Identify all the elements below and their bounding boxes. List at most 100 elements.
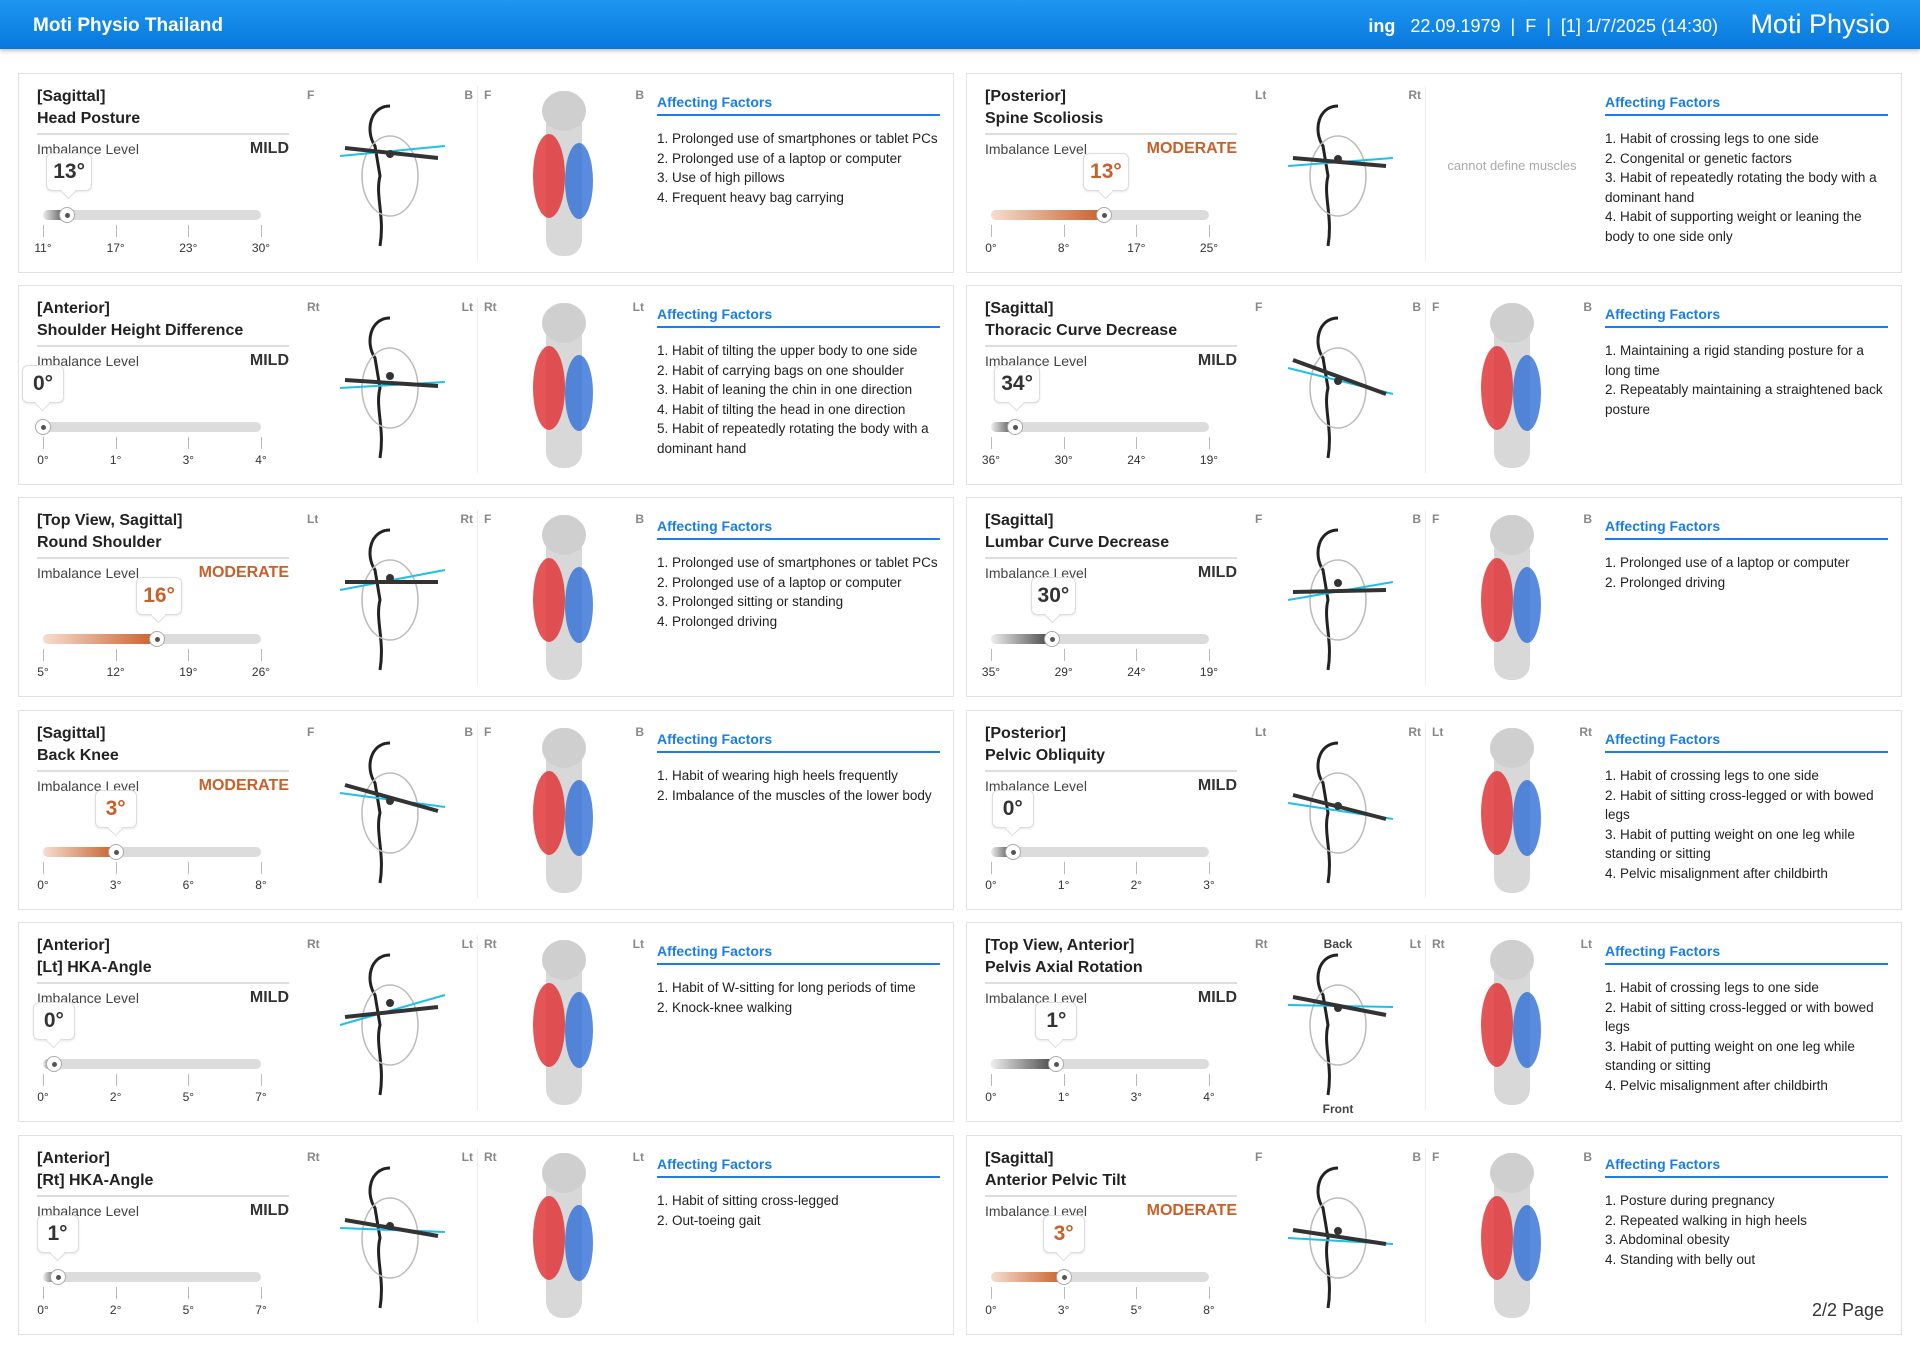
orientation-label: B: [1583, 1150, 1592, 1164]
factors-heading: Affecting Factors: [1605, 518, 1888, 540]
value-bubble: 0°: [32, 1002, 75, 1040]
slider-tick: [261, 649, 262, 661]
factor-item: 2. Congenital or genetic factors: [1605, 150, 1792, 166]
card-view: [Anterior]: [37, 937, 110, 954]
orientation-label: Front: [1322, 1102, 1354, 1116]
orientation-label: Rt: [1408, 88, 1421, 102]
slider-tick: [991, 225, 992, 237]
posture-diagram: Rt Lt: [307, 298, 473, 473]
value-bubble: 3°: [1042, 1215, 1085, 1253]
orientation-label: B: [635, 512, 644, 526]
orientation-label: Rt: [484, 300, 497, 314]
card-title: Shoulder Height Difference: [37, 322, 244, 339]
tick-label: 8°: [255, 878, 267, 892]
brand-name: Moti Physio Thailand: [33, 15, 224, 36]
diagram-divider: [1425, 298, 1426, 473]
factor-item: 1. Prolonged use of a laptop or computer: [1605, 555, 1850, 570]
tick-label: 2°: [109, 1090, 122, 1104]
muscle-model-icon: [533, 515, 593, 680]
factors-heading: Affecting Factors: [1605, 731, 1888, 753]
card-view: [Sagittal]: [985, 1150, 1054, 1167]
slider-tick: [188, 649, 190, 661]
tick-label: 0°: [985, 241, 997, 255]
tick-label: 0°: [985, 1303, 997, 1317]
card-title: Spine Scoliosis: [985, 110, 1104, 127]
card-title: Lumbar Curve Decrease: [985, 534, 1170, 551]
title-divider: [985, 557, 1237, 559]
slider-tick: [261, 1287, 262, 1299]
orientation-label: B: [1412, 512, 1421, 526]
slider-tick: [1063, 1074, 1065, 1086]
tick-label: 3°: [182, 453, 195, 467]
slider-fill: [43, 634, 158, 644]
slider-tick: [261, 862, 262, 874]
tick-label: 3°: [1130, 1090, 1143, 1104]
card-view: [Sagittal]: [37, 88, 106, 105]
slider-marker: [1043, 631, 1060, 647]
diagram-divider: [1425, 935, 1426, 1110]
card-title: Round Shoulder: [37, 534, 162, 551]
slider-fill: [991, 210, 1105, 220]
muscle-model-icon: [1481, 728, 1541, 893]
title-divider: [985, 1195, 1237, 1197]
slider-tick: [991, 1074, 992, 1086]
muscle-model-icon: [533, 940, 593, 1105]
orientation-label: Lt: [461, 300, 473, 314]
orientation-label: B: [1412, 1150, 1421, 1164]
card-view: [Sagittal]: [37, 725, 106, 742]
page-number: 2/2 Page: [1811, 1300, 1884, 1320]
slider-fill: [991, 847, 1013, 857]
orientation-label: Rt: [307, 300, 320, 314]
card-view: [Top View, Sagittal]: [37, 512, 183, 529]
imbalance-slider: 30°: [991, 577, 1209, 647]
card-title: Anterior Pelvic Tilt: [985, 1172, 1127, 1189]
tick-label: 36°: [981, 453, 1001, 467]
patient-sex: F: [1525, 16, 1537, 36]
tick-label: 35°: [981, 665, 1001, 679]
orientation-label: Lt: [632, 1150, 644, 1164]
slider-tick: [43, 862, 44, 874]
tick-label: 3°: [1057, 1303, 1070, 1317]
factors-heading: Affecting Factors: [657, 306, 940, 328]
imbalance-label: Imbalance Level: [37, 565, 139, 581]
tick-label: 0°: [37, 453, 49, 467]
imbalance-level: MILD: [249, 989, 289, 1006]
factor-item: 2. Habit of sitting cross-legged or with…: [1605, 999, 1874, 1035]
card-title: Thoracic Curve Decrease: [985, 322, 1178, 339]
tick-label: 26°: [251, 665, 271, 679]
slider-tick: [1136, 649, 1138, 661]
imbalance-level: MILD: [249, 352, 289, 369]
title-divider: [985, 345, 1237, 347]
slider-tick: [1209, 225, 1210, 237]
diagram-divider: [477, 298, 478, 473]
slider-tick: [1209, 1287, 1210, 1299]
orientation-label: Rt: [460, 512, 473, 526]
factor-item: 2. Prolonged driving: [1605, 574, 1726, 590]
diagram-divider: [1425, 723, 1426, 898]
factor-item: 2. Prolonged use of a laptop or computer: [657, 150, 902, 166]
factors-list: 1. Habit of wearing high heels frequentl…: [657, 766, 940, 805]
tick-label: 30°: [251, 241, 271, 255]
factors-heading: Affecting Factors: [1605, 306, 1888, 328]
slider-fill: [991, 634, 1052, 644]
slider-tick: [1136, 1074, 1138, 1086]
muscle-model-icon: [533, 91, 593, 256]
slider-marker: [59, 207, 76, 223]
muscle-model-icon: [1481, 303, 1541, 468]
orientation-label: Rt: [1579, 725, 1592, 739]
tick-label: 23°: [179, 241, 198, 255]
factor-item: 1. Prolonged use of smartphones or table…: [657, 555, 938, 570]
imbalance-level: MILD: [1197, 352, 1237, 369]
slider-tick: [1136, 862, 1138, 874]
slider-tick: [43, 1287, 44, 1299]
slider-tick: [115, 225, 117, 237]
tick-label: 17°: [106, 241, 125, 255]
